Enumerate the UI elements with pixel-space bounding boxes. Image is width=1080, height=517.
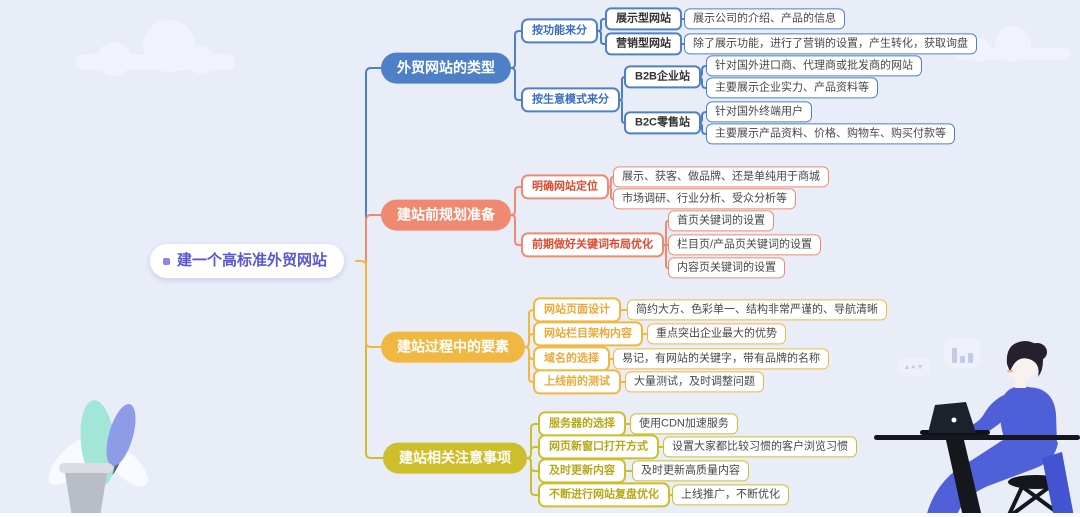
central-topic[interactable]: 建一个高标准外贸网站 [150, 244, 345, 278]
subtopic-b2b-site[interactable]: B2B企业站 [624, 65, 702, 89]
subtopic-marketing-site[interactable]: 营销型网站 [605, 32, 682, 56]
leaf-node[interactable]: 除了展示功能，进行了营销的设置，产生转化，获取询盘 [684, 33, 977, 55]
bottom-edge-strip [0, 513, 1080, 517]
leaf-node[interactable]: 主要展示企业实力、产品资料等 [706, 77, 878, 99]
leaf-node[interactable]: 简约大方、色彩单一、结构非常严谨的、导航清晰 [627, 299, 887, 321]
leaf-node[interactable]: 栏目页/产品页关键词的设置 [668, 234, 822, 256]
leaf-node[interactable]: 设置大家都比较习惯的客户浏览习惯 [663, 436, 857, 458]
leaf-node[interactable]: 展示、获客、做品牌、还是单纯用于商城 [613, 166, 829, 188]
subtopic-pre-launch-test[interactable]: 上线前的测试 [533, 369, 621, 395]
subtopic-site-positioning[interactable]: 明确网站定位 [521, 174, 609, 200]
branch-types-pill[interactable]: 外贸网站的类型 [381, 52, 511, 84]
branch-planning-pill[interactable]: 建站前规划准备 [381, 199, 511, 231]
subtopic-page-design[interactable]: 网站页面设计 [533, 297, 621, 323]
leaf-node[interactable]: 上线推广，不断优化 [672, 484, 789, 506]
subtopic-by-function[interactable]: 按功能来分 [521, 18, 598, 44]
leaf-node[interactable]: 展示公司的介绍、产品的信息 [684, 8, 845, 30]
sort-icons-badge: ▲●▼ [897, 358, 931, 376]
leaf-node[interactable]: 市场调研、行业分析、受众分析等 [613, 188, 796, 210]
leaf-node[interactable]: 易记，有网站的关键字，带有品牌的名称 [613, 348, 829, 370]
bar-chart-icon [951, 348, 957, 363]
plant-illustration [48, 400, 148, 517]
subtopic-domain-choice[interactable]: 域名的选择 [533, 346, 610, 372]
trunk-connectors [355, 67, 388, 459]
leaf-node[interactable]: 及时更新高质量内容 [632, 460, 749, 482]
person-at-desk-illustration [874, 341, 1080, 517]
cloud-illustration [75, 20, 235, 76]
branch-process-pill[interactable]: 建站过程中的要素 [381, 331, 525, 363]
subtopic-b2c-site[interactable]: B2C零售站 [624, 111, 702, 135]
subtopic-site-review[interactable]: 不断进行网站复盘优化 [538, 482, 670, 508]
subtopic-new-window-mode[interactable]: 网页新窗口打开方式 [538, 434, 659, 460]
branch-notes-pill[interactable]: 建站相关注意事项 [383, 442, 527, 474]
subtopic-column-structure[interactable]: 网站栏目架构内容 [533, 321, 643, 347]
subtopic-by-business-model[interactable]: 按生意模式来分 [521, 87, 620, 113]
leaf-node[interactable]: 针对国外终端用户 [706, 101, 812, 123]
leaf-node[interactable]: 重点突出企业最大的优势 [647, 323, 786, 345]
subtopic-keyword-layout[interactable]: 前期做好关键词布局优化 [521, 232, 664, 258]
bar-chart-icon-badge [944, 338, 980, 368]
subtopic-content-update[interactable]: 及时更新内容 [538, 458, 626, 484]
leaf-node[interactable]: 大量测试，及时调整问题 [625, 371, 764, 393]
subtopic-display-site[interactable]: 展示型网站 [605, 7, 682, 31]
sort-icons: ▲●▼ [903, 363, 925, 371]
leaf-node[interactable]: 主要展示产品资料、价格、购物车、购买付款等 [706, 123, 955, 145]
leaf-node[interactable]: 使用CDN加速服务 [630, 413, 738, 435]
subtopic-server-choice[interactable]: 服务器的选择 [538, 411, 626, 437]
leaf-node[interactable]: 首页关键词的设置 [668, 210, 774, 232]
leaf-node[interactable]: 针对国外进口商、代理商或批发商的网站 [706, 55, 922, 77]
central-topic-label: 建一个高标准外贸网站 [177, 252, 328, 269]
central-topic-bullet-icon [163, 257, 170, 265]
leaf-node[interactable]: 内容页关键词的设置 [668, 257, 785, 279]
